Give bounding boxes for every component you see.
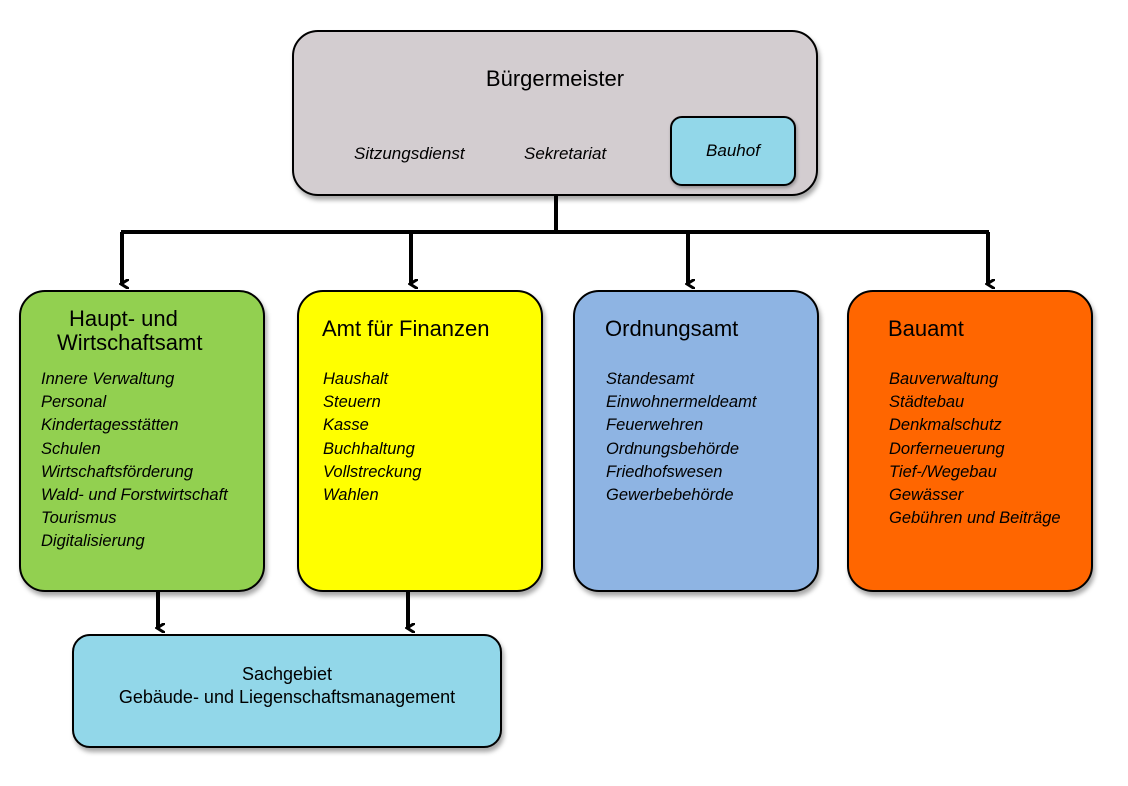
mayor-item-sekretariat: Sekretariat — [524, 144, 607, 163]
list-item: Denkmalschutz — [889, 416, 1002, 435]
list-item: Ordnungsbehörde — [606, 439, 740, 458]
mayor-item-sitzungsdienst: Sitzungsdienst — [354, 144, 465, 163]
dept-item-list: Bauverwaltung Städtebau Denkmalschutz Do… — [889, 368, 1061, 530]
dept-box-ordnungsamt: Ordnungsamt Standesamt Einwohnermeldeamt… — [573, 290, 819, 592]
list-item: Städtebau — [889, 393, 965, 412]
sachgebiet-label: Sachgebiet — [241, 664, 333, 684]
list-item: Tourismus — [41, 509, 117, 528]
list-item: Friedhofswesen — [606, 462, 723, 481]
list-item: Personal — [41, 393, 107, 412]
list-item: Gewässer — [889, 486, 964, 505]
bauhof-box: Bauhof — [670, 116, 796, 186]
sachgebiet-box: Sachgebiet Gebäude- und Liegenschaftsman… — [72, 634, 502, 748]
list-item: Tief-/Wegebau — [889, 462, 997, 481]
list-item: Haushalt — [323, 370, 389, 388]
dept-title-line: Haupt- und — [69, 306, 178, 331]
dept-box-haupt-wirtschaftsamt: Haupt- und Wirtschaftsamt Innere Verwalt… — [19, 290, 265, 592]
list-item: Dorferneuerung — [889, 439, 1005, 458]
dept-item-list: Standesamt Einwohnermeldeamt Feuerwehren… — [606, 368, 756, 507]
list-item: Gebühren und Beiträge — [889, 509, 1061, 528]
list-item: Kindertagesstätten — [41, 416, 179, 435]
list-item: Standesamt — [606, 370, 695, 388]
dept-title: Amt für Finanzen — [322, 316, 490, 341]
dept-item-list: Innere Verwaltung Personal Kindertagesst… — [41, 368, 228, 554]
list-item: Schulen — [41, 439, 101, 458]
list-item: Buchhaltung — [323, 439, 415, 458]
mayor-box: Bürgermeister Sitzungsdienst Sekretariat… — [292, 30, 818, 196]
dept-box-finanzen: Amt für Finanzen Haushalt Steuern Kasse … — [297, 290, 543, 592]
list-item: Gewerbebehörde — [606, 486, 734, 505]
bauhof-label: Bauhof — [706, 141, 760, 160]
list-item: Vollstreckung — [323, 462, 422, 481]
mayor-title: Bürgermeister — [485, 66, 625, 91]
list-item: Kasse — [323, 416, 369, 435]
list-item: Feuerwehren — [606, 416, 704, 435]
list-item: Wirtschaftsförderung — [41, 462, 194, 481]
dept-box-bauamt: Bauamt Bauverwaltung Städtebau Denkmalsc… — [847, 290, 1093, 592]
dept-item-list: Haushalt Steuern Kasse Buchhaltung Volls… — [323, 368, 421, 507]
list-item: Bauverwaltung — [889, 370, 999, 388]
list-item: Einwohnermeldeamt — [606, 393, 757, 412]
list-item: Wahlen — [323, 486, 379, 505]
list-item: Digitalisierung — [41, 532, 145, 551]
list-item: Innere Verwaltung — [41, 370, 175, 388]
list-item: Steuern — [323, 393, 381, 412]
sachgebiet-name: Gebäude- und Liegenschaftsmanagement — [118, 687, 456, 707]
dept-title: Ordnungsamt — [605, 316, 739, 341]
dept-title-line: Wirtschaftsamt — [57, 330, 203, 355]
list-item: Wald- und Forstwirtschaft — [41, 486, 228, 505]
dept-title: Bauamt — [888, 316, 964, 341]
